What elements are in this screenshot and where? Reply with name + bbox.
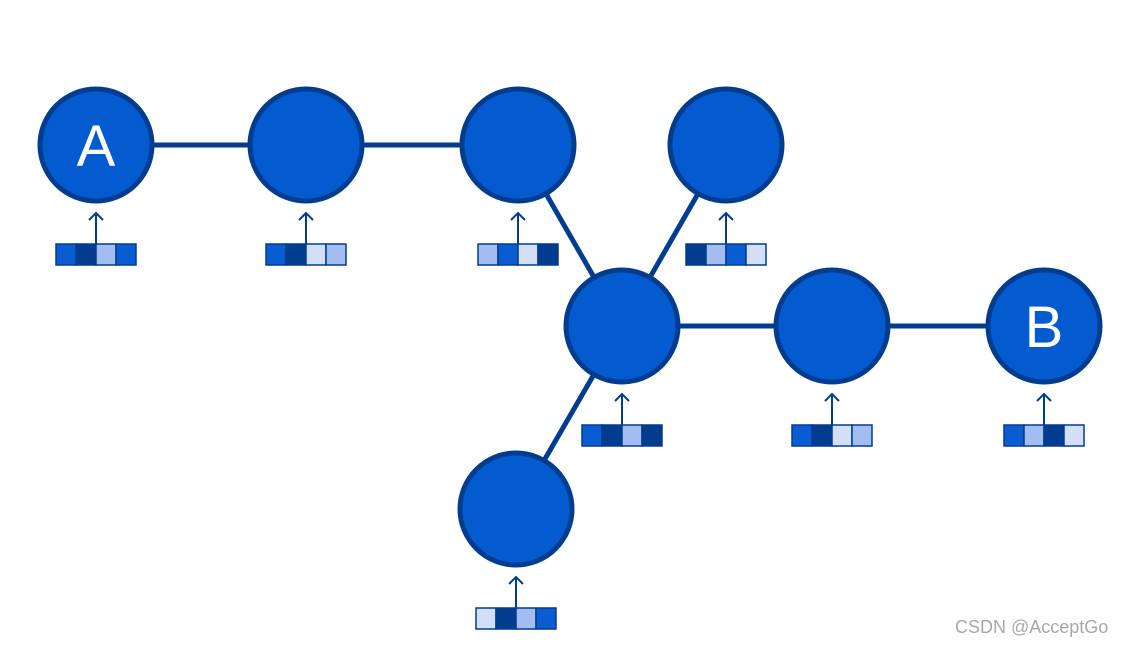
feature-group — [477, 211, 559, 266]
feature-cell — [621, 424, 643, 447]
graph-node-b: B — [985, 267, 1103, 385]
node-circle — [459, 86, 577, 204]
feature-cell — [497, 243, 519, 266]
feature-cell — [325, 243, 347, 266]
graph-node — [667, 86, 785, 204]
feature-cell — [477, 243, 499, 266]
feature-cell — [1003, 424, 1025, 447]
feature-cell — [55, 243, 77, 266]
feature-cell — [75, 243, 97, 266]
feature-vector — [55, 243, 137, 266]
feature-cell — [581, 424, 603, 447]
feature-cell — [641, 424, 663, 447]
feature-cell — [95, 243, 117, 266]
node-label: B — [1025, 295, 1064, 360]
arrow-up-icon — [510, 211, 526, 221]
arrow-up-icon — [614, 392, 630, 402]
feature-cell — [305, 243, 327, 266]
feature-cell — [745, 243, 767, 266]
graph-node — [773, 267, 891, 385]
feature-cell — [1043, 424, 1065, 447]
node-feature-vectors — [55, 211, 1085, 630]
feature-cell — [475, 607, 497, 630]
feature-cell — [1023, 424, 1045, 447]
feature-vector — [1003, 424, 1085, 447]
feature-group — [1003, 392, 1085, 447]
graph-node-a: A — [37, 86, 155, 204]
feature-vector — [477, 243, 559, 266]
feature-cell — [685, 243, 707, 266]
graph-node — [459, 86, 577, 204]
feature-group — [475, 575, 557, 630]
feature-group — [791, 392, 873, 447]
feature-group — [55, 211, 137, 266]
arrow-up-icon — [718, 211, 734, 221]
arrow-up-icon — [1036, 392, 1052, 402]
feature-vector — [791, 424, 873, 447]
feature-cell — [515, 607, 537, 630]
arrow-up-icon — [298, 211, 314, 221]
feature-cell — [285, 243, 307, 266]
feature-cell — [811, 424, 833, 447]
node-circle — [773, 267, 891, 385]
feature-cell — [517, 243, 539, 266]
arrow-up-icon — [508, 575, 524, 585]
graph-nodes: AB — [37, 86, 1103, 568]
feature-group — [265, 211, 347, 266]
node-label: A — [77, 114, 116, 179]
feature-vector — [685, 243, 767, 266]
feature-cell — [851, 424, 873, 447]
node-circle — [985, 267, 1103, 385]
feature-cell — [791, 424, 813, 447]
node-circle — [563, 267, 681, 385]
feature-group — [685, 211, 767, 266]
node-circle — [457, 450, 575, 568]
graph-node — [563, 267, 681, 385]
node-circle — [37, 86, 155, 204]
node-circle — [247, 86, 365, 204]
feature-cell — [115, 243, 137, 266]
feature-group — [581, 392, 663, 447]
graph-node — [247, 86, 365, 204]
feature-cell — [535, 607, 557, 630]
feature-cell — [1063, 424, 1085, 447]
feature-vector — [475, 607, 557, 630]
feature-cell — [705, 243, 727, 266]
graph-node — [457, 450, 575, 568]
arrow-up-icon — [88, 211, 104, 221]
node-circle — [667, 86, 785, 204]
feature-vector — [265, 243, 347, 266]
feature-cell — [831, 424, 853, 447]
feature-cell — [601, 424, 623, 447]
watermark: CSDN @AcceptGo — [955, 617, 1109, 637]
feature-cell — [537, 243, 559, 266]
feature-cell — [495, 607, 517, 630]
feature-vector — [581, 424, 663, 447]
feature-cell — [725, 243, 747, 266]
feature-cell — [265, 243, 287, 266]
arrow-up-icon — [824, 392, 840, 402]
